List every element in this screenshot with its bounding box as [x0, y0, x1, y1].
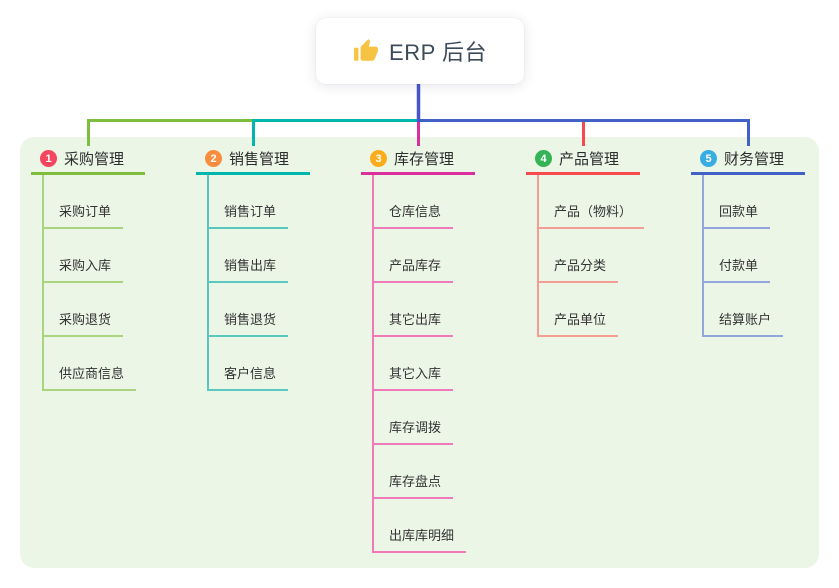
root-node-erp[interactable]: ERP 后台	[316, 18, 524, 84]
child-node-销售订单[interactable]: 销售订单	[207, 201, 289, 229]
branch-child-connector	[702, 175, 704, 337]
priority-badge: 5	[700, 150, 717, 167]
branch-child-connector	[537, 175, 539, 337]
child-node-采购订单[interactable]: 采购订单	[42, 201, 124, 229]
child-node-row: 采购退货	[31, 283, 145, 337]
branch-children: 产品（物料） 产品分类产品单位	[526, 175, 645, 337]
child-node-row: 采购订单	[31, 175, 145, 229]
child-node-row: 产品（物料）	[526, 175, 645, 229]
child-node-row: 采购入库	[31, 229, 145, 283]
child-node-row: 其它出库	[361, 283, 475, 337]
child-node-row: 其它入库	[361, 337, 475, 391]
child-node-row: 出库库明细	[361, 499, 475, 553]
thumbs-up-icon	[354, 39, 378, 61]
branch-2: 2 销售管理销售订单销售出库销售退货客户信息	[196, 145, 310, 391]
child-node-row: 产品分类	[526, 229, 640, 283]
branch-node-库存管理[interactable]: 3 库存管理	[361, 145, 475, 175]
branch-children: 销售订单销售出库销售退货客户信息	[196, 175, 310, 391]
child-node-仓库信息[interactable]: 仓库信息	[372, 201, 454, 229]
child-node-销售出库[interactable]: 销售出库	[207, 255, 289, 283]
branch-children: 回款单付款单结算账户	[691, 175, 805, 337]
priority-badge: 1	[40, 150, 57, 167]
child-node-row: 产品单位	[526, 283, 640, 337]
branch-node-采购管理[interactable]: 1 采购管理	[31, 145, 145, 175]
branch-3: 3 库存管理仓库信息产品库存其它出库其它入库库存调拨库存盘点出库库明细	[361, 145, 475, 553]
branch-node-产品管理[interactable]: 4 产品管理	[526, 145, 640, 175]
child-node-客户信息[interactable]: 客户信息	[207, 363, 289, 391]
priority-badge: 2	[205, 150, 222, 167]
priority-badge: 3	[370, 150, 387, 167]
child-node-row: 回款单	[691, 175, 805, 229]
child-node-row: 结算账户	[691, 283, 805, 337]
branch-node-销售管理[interactable]: 2 销售管理	[196, 145, 310, 175]
branch-node-财务管理[interactable]: 5 财务管理	[691, 145, 805, 175]
branch-child-connector	[372, 175, 374, 553]
child-node-row: 客户信息	[196, 337, 310, 391]
child-node-row: 付款单	[691, 229, 805, 283]
child-node-库存盘点[interactable]: 库存盘点	[372, 471, 454, 499]
child-node-供应商信息[interactable]: 供应商信息	[42, 363, 137, 391]
child-node-row: 销售退货	[196, 283, 310, 337]
child-node-产品（物料）[interactable]: 产品（物料）	[537, 201, 645, 229]
branch-label: 库存管理	[394, 151, 455, 168]
child-node-row: 仓库信息	[361, 175, 475, 229]
branch-child-connector	[207, 175, 209, 391]
root-node-label: ERP 后台	[389, 40, 487, 65]
branch-label: 采购管理	[64, 151, 125, 168]
branch-children: 采购订单采购入库采购退货供应商信息	[31, 175, 145, 391]
child-node-付款单[interactable]: 付款单	[702, 255, 771, 283]
branch-5: 5 财务管理回款单付款单结算账户	[691, 145, 805, 337]
child-node-采购入库[interactable]: 采购入库	[42, 255, 124, 283]
branch-1: 1 采购管理采购订单采购入库采购退货供应商信息	[31, 145, 145, 391]
mindmap-panel	[20, 137, 819, 568]
branch-children: 仓库信息产品库存其它出库其它入库库存调拨库存盘点出库库明细	[361, 175, 475, 553]
child-node-其它入库[interactable]: 其它入库	[372, 363, 454, 391]
child-node-出库库明细[interactable]: 出库库明细	[372, 525, 467, 553]
child-node-产品单位[interactable]: 产品单位	[537, 309, 619, 337]
child-node-库存调拨[interactable]: 库存调拨	[372, 417, 454, 445]
child-node-row: 供应商信息	[31, 337, 145, 391]
child-node-row: 库存调拨	[361, 391, 475, 445]
child-node-row: 销售出库	[196, 229, 310, 283]
branch-label: 销售管理	[229, 151, 290, 168]
child-node-产品库存[interactable]: 产品库存	[372, 255, 454, 283]
branch-child-connector	[42, 175, 44, 391]
child-node-其它出库[interactable]: 其它出库	[372, 309, 454, 337]
child-node-结算账户[interactable]: 结算账户	[702, 309, 784, 337]
branch-label: 产品管理	[559, 151, 620, 168]
child-node-产品分类[interactable]: 产品分类	[537, 255, 619, 283]
priority-badge: 4	[535, 150, 552, 167]
child-node-销售退货[interactable]: 销售退货	[207, 309, 289, 337]
child-node-回款单[interactable]: 回款单	[702, 201, 771, 229]
branch-label: 财务管理	[724, 151, 785, 168]
child-node-row: 销售订单	[196, 175, 310, 229]
branch-4: 4 产品管理产品（物料） 产品分类产品单位	[526, 145, 645, 337]
child-node-采购退货[interactable]: 采购退货	[42, 309, 124, 337]
child-node-row: 产品库存	[361, 229, 475, 283]
child-node-row: 库存盘点	[361, 445, 475, 499]
